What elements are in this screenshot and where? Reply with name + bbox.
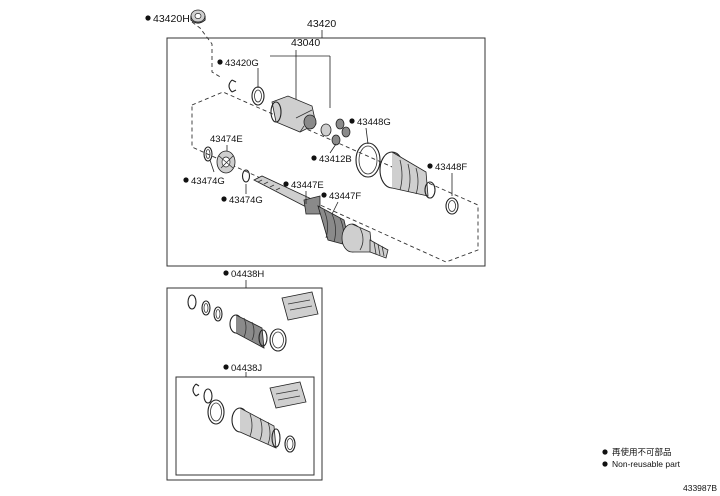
non-reusable-marker	[427, 163, 433, 169]
ring-43474E-icon	[203, 146, 213, 162]
kit-boot-icon	[229, 314, 268, 349]
label-43447E: 43447E	[291, 180, 324, 191]
non-reusable-marker	[221, 196, 227, 202]
label-43420G: 43420G	[225, 58, 259, 69]
label-04438H: 04438H	[231, 269, 264, 280]
label-43040: 43040	[291, 37, 320, 49]
leader-43474G-left	[209, 159, 215, 173]
non-reusable-marker	[183, 177, 189, 183]
leader-43040	[270, 50, 331, 108]
non-reusable-marker	[223, 364, 229, 370]
non-reusable-marker	[223, 270, 229, 276]
non-reusable-marker	[349, 118, 355, 124]
label-43412B: 43412B	[319, 154, 352, 165]
leader-dashed-43420H	[191, 21, 223, 79]
inner-kit-ring-icon	[203, 388, 213, 404]
dynamic-damper-icon	[216, 150, 236, 174]
leader-43448G	[365, 127, 369, 145]
kit-band-clamp-icon	[269, 328, 287, 352]
label-43447F: 43447F	[329, 191, 361, 202]
outer-cv-joint-icon	[341, 223, 389, 259]
label-43474G-lower: 43474G	[229, 195, 263, 206]
non-reusable-marker	[217, 59, 223, 65]
kit-ring-b-icon	[201, 300, 211, 316]
non-reusable-marker	[311, 155, 317, 161]
inner-kit-small-clamp-icon	[284, 435, 296, 453]
kit-ring-c-icon	[213, 306, 223, 322]
legend-marker-1	[602, 449, 608, 455]
label-43448G: 43448G	[357, 117, 391, 128]
grease-pack-icon	[281, 291, 319, 321]
leader-43412B	[329, 143, 337, 154]
label-43420H: 43420H	[153, 13, 190, 25]
non-reusable-marker	[321, 192, 327, 198]
kit-frame-lower	[166, 287, 323, 481]
label-43474E: 43474E	[210, 134, 243, 145]
inner-boot-icon	[379, 151, 436, 199]
label-43420: 43420	[307, 18, 336, 30]
ring-43474G-icon	[241, 169, 251, 183]
label-04438J: 04438J	[231, 363, 262, 374]
inner-kit-boot-icon	[231, 407, 281, 449]
inner-kit-grease-pack-icon	[269, 381, 307, 409]
ring-43420G-icon	[251, 86, 265, 106]
label-43474G-left: 43474G	[191, 176, 225, 187]
snap-ring-icon	[228, 79, 237, 93]
band-clamp-small-icon	[445, 197, 459, 215]
legend-line-1: 再使用不可部品	[612, 447, 672, 457]
band-clamp-large-icon	[355, 142, 381, 178]
non-reusable-marker	[283, 181, 289, 187]
inner-kit-snap-ring-icon	[192, 383, 200, 397]
label-43448F: 43448F	[435, 162, 467, 173]
assembly-frame-upper	[166, 37, 486, 267]
legend-marker-2	[602, 461, 608, 467]
nut-icon-43420H	[190, 9, 206, 24]
kit-ring-a-icon	[187, 294, 197, 310]
subassembly-dashed-outline	[191, 91, 479, 263]
legend-line-2: Non-reusable part	[612, 459, 681, 469]
leader-43447F	[331, 201, 339, 215]
tripod-bearing-icon	[331, 118, 351, 146]
figure-id: 433987B	[683, 483, 717, 493]
kit-frame-inner	[175, 376, 315, 476]
non-reusable-marker	[145, 15, 151, 21]
inner-joint-housing-icon	[270, 95, 332, 137]
drive-shaft-icon	[253, 175, 321, 215]
inner-kit-large-clamp-icon	[207, 399, 225, 425]
